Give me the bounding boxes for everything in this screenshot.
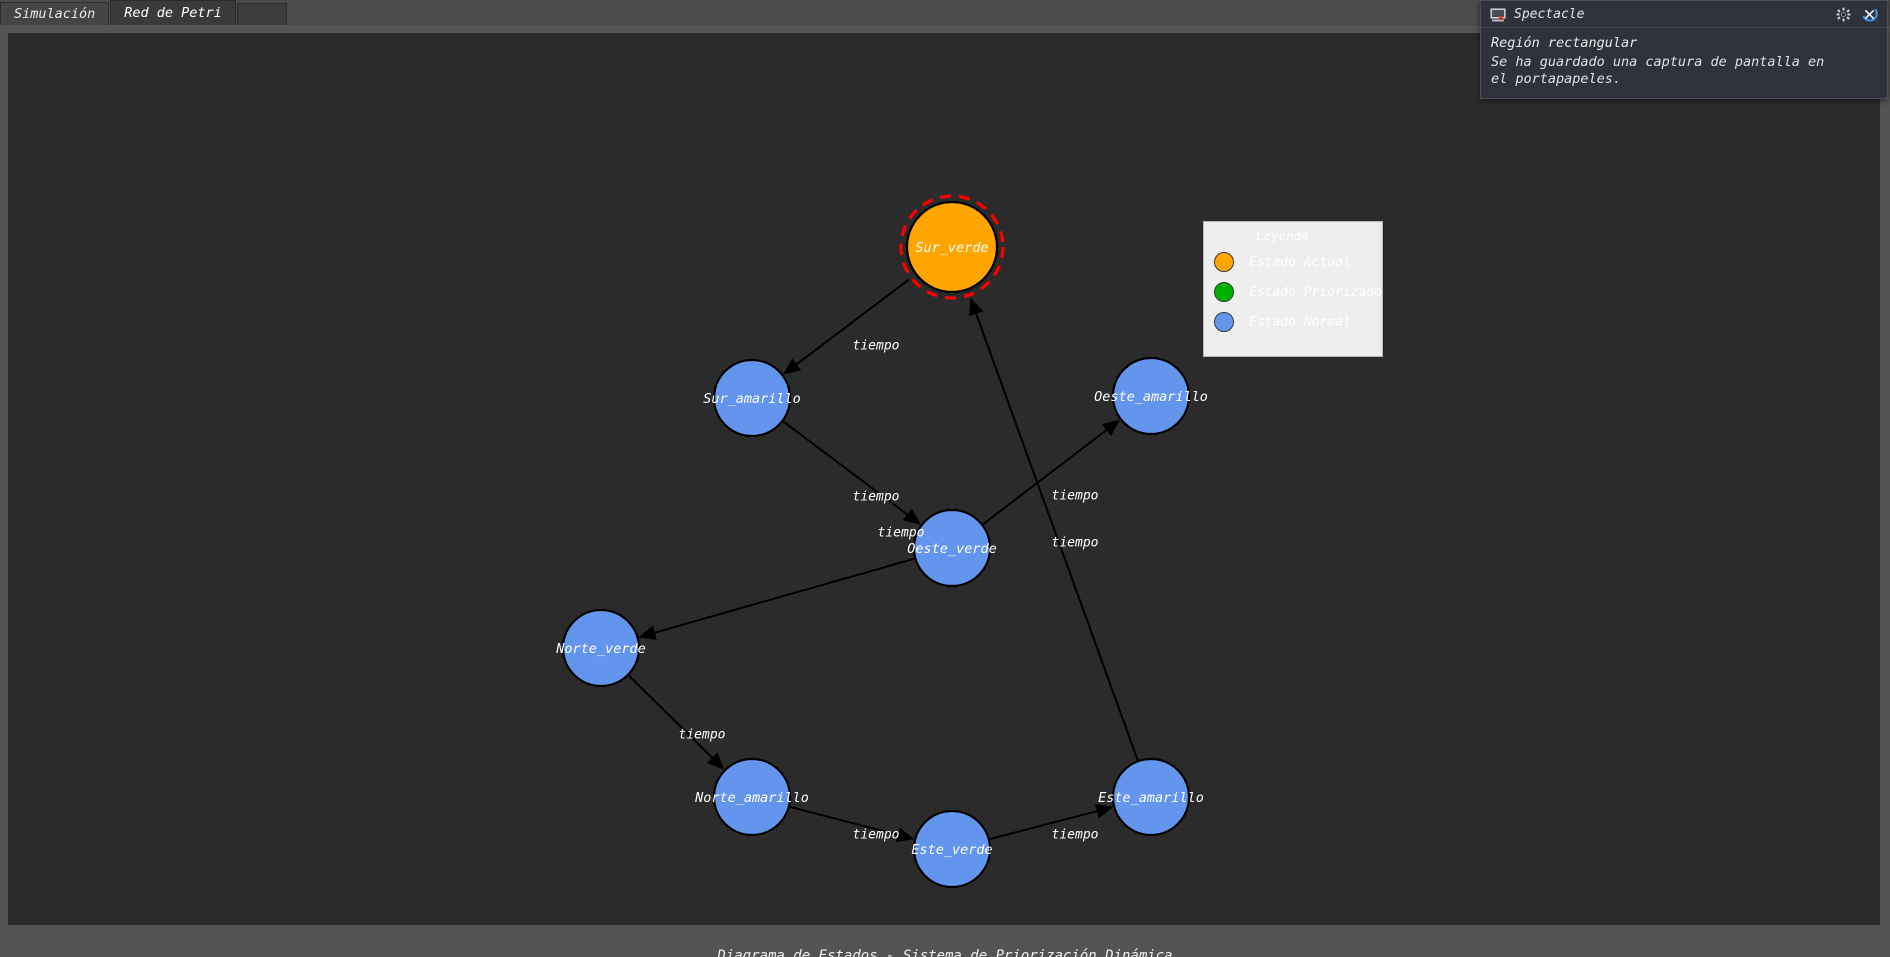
tab-empty-slot bbox=[236, 3, 287, 25]
node-label: Sur_verde bbox=[915, 240, 988, 256]
node-label: Norte_verde bbox=[555, 641, 645, 657]
graph-node-oeste_amarillo[interactable]: Oeste_amarillo bbox=[1094, 356, 1208, 436]
legend-item-estado-actual: Estado Actual bbox=[1214, 250, 1351, 274]
edge-label: tiempo bbox=[1052, 828, 1099, 843]
notification-body: Región rectangular Se ha guardado una ca… bbox=[1481, 28, 1887, 98]
edge-label: tiempo bbox=[1052, 536, 1099, 551]
graph-node-oeste_verde[interactable]: Oeste_verde bbox=[907, 508, 997, 588]
node-circle[interactable] bbox=[912, 809, 992, 889]
caption-strip: Diagrama de Estados - Sistema de Prioriz… bbox=[0, 933, 1890, 957]
node-circle[interactable] bbox=[1111, 757, 1191, 837]
graph-caption: Diagrama de Estados - Sistema de Prioriz… bbox=[717, 948, 1173, 957]
edge-line bbox=[796, 278, 910, 366]
edge-line bbox=[982, 429, 1108, 526]
edge-line bbox=[654, 557, 915, 634]
gear-icon[interactable] bbox=[1831, 3, 1855, 25]
legend-label-estado-normal: Estado Normal bbox=[1249, 314, 1351, 330]
notification-detail: Se ha guardado una captura de pantalla e… bbox=[1491, 54, 1825, 87]
tab-simulacion[interactable]: Simulación bbox=[0, 2, 110, 25]
edge-arrowhead bbox=[1094, 803, 1114, 819]
node-label: Sur_amarillo bbox=[703, 391, 801, 407]
legend-swatch-estado-actual bbox=[1214, 252, 1234, 272]
graph-node-sur_amarillo[interactable]: Sur_amarillo bbox=[703, 358, 801, 438]
legend-box: Leyenda Estado Actual Estado Priorizado … bbox=[1203, 221, 1383, 357]
edge-arrowhead bbox=[783, 358, 802, 375]
node-circle[interactable] bbox=[1111, 356, 1191, 436]
legend-item-estado-normal: Estado Normal bbox=[1214, 310, 1351, 334]
edge-arrowhead bbox=[706, 752, 725, 770]
notification-title: Spectacle bbox=[1514, 6, 1585, 22]
close-icon[interactable] bbox=[1857, 3, 1881, 25]
edge-arrowhead bbox=[969, 297, 984, 317]
edge-label: tiempo bbox=[679, 728, 726, 743]
edge-label: tiempo bbox=[853, 828, 900, 843]
node-circle[interactable] bbox=[712, 757, 792, 837]
edge-line bbox=[789, 805, 899, 836]
notification-summary: Región rectangular bbox=[1491, 35, 1638, 51]
edge-arrowhead bbox=[895, 827, 915, 843]
node-label: Este_verde bbox=[911, 842, 992, 858]
legend-label-estado-actual: Estado Actual bbox=[1249, 254, 1351, 270]
edge-line bbox=[989, 810, 1098, 841]
legend-swatch-estado-priorizado bbox=[1214, 282, 1234, 302]
edge-layer bbox=[628, 278, 1139, 843]
node-circle[interactable] bbox=[912, 508, 992, 588]
node-label: Oeste_amarillo bbox=[1094, 389, 1208, 405]
tab-red-de-petri[interactable]: Red de Petri bbox=[110, 0, 236, 25]
edge-label: tiempo bbox=[878, 526, 925, 541]
edge-label-layer: tiempo tiempo tiempo tiempo tiempo tiempo tiem… bbox=[679, 339, 1099, 843]
graph-node-este_amarillo[interactable]: Este_amarillo bbox=[1098, 757, 1204, 837]
node-circle[interactable] bbox=[561, 608, 641, 688]
node-label: Oeste_verde bbox=[907, 541, 996, 557]
edge-line bbox=[782, 420, 908, 516]
current-state-ring bbox=[899, 194, 1005, 300]
graph-node-sur_verde[interactable]: Sur_verde bbox=[899, 194, 1005, 300]
node-circle[interactable] bbox=[712, 358, 792, 438]
node-label: Este_amarillo bbox=[1098, 790, 1204, 806]
graph-node-norte_amarillo[interactable]: Norte_amarillo bbox=[694, 757, 809, 837]
edge-arrowhead bbox=[902, 508, 921, 525]
edge-arrowhead bbox=[638, 625, 657, 640]
edge-line bbox=[975, 313, 1139, 761]
edge-line bbox=[628, 674, 713, 759]
legend-swatch-estado-normal bbox=[1214, 312, 1234, 332]
legend-title: Leyenda bbox=[1256, 228, 1309, 243]
node-circle[interactable] bbox=[905, 200, 999, 294]
spectacle-notification[interactable]: Spectacle bbox=[1480, 0, 1888, 99]
graph-node-norte_verde[interactable]: Norte_verde bbox=[555, 608, 646, 688]
edge-label: tiempo bbox=[1052, 489, 1099, 504]
edge-arrowhead bbox=[1101, 419, 1121, 436]
edge-label: tiempo bbox=[853, 339, 900, 354]
notification-header: Spectacle bbox=[1481, 1, 1887, 28]
edge-label: tiempo bbox=[853, 490, 900, 505]
screenshot-icon bbox=[1490, 7, 1506, 22]
legend-label-estado-priorizado: Estado Priorizado bbox=[1249, 284, 1383, 300]
legend-item-estado-priorizado: Estado Priorizado bbox=[1214, 280, 1382, 304]
graph-node-este_verde[interactable]: Este_verde bbox=[911, 809, 993, 889]
node-label: Norte_amarillo bbox=[694, 790, 809, 806]
